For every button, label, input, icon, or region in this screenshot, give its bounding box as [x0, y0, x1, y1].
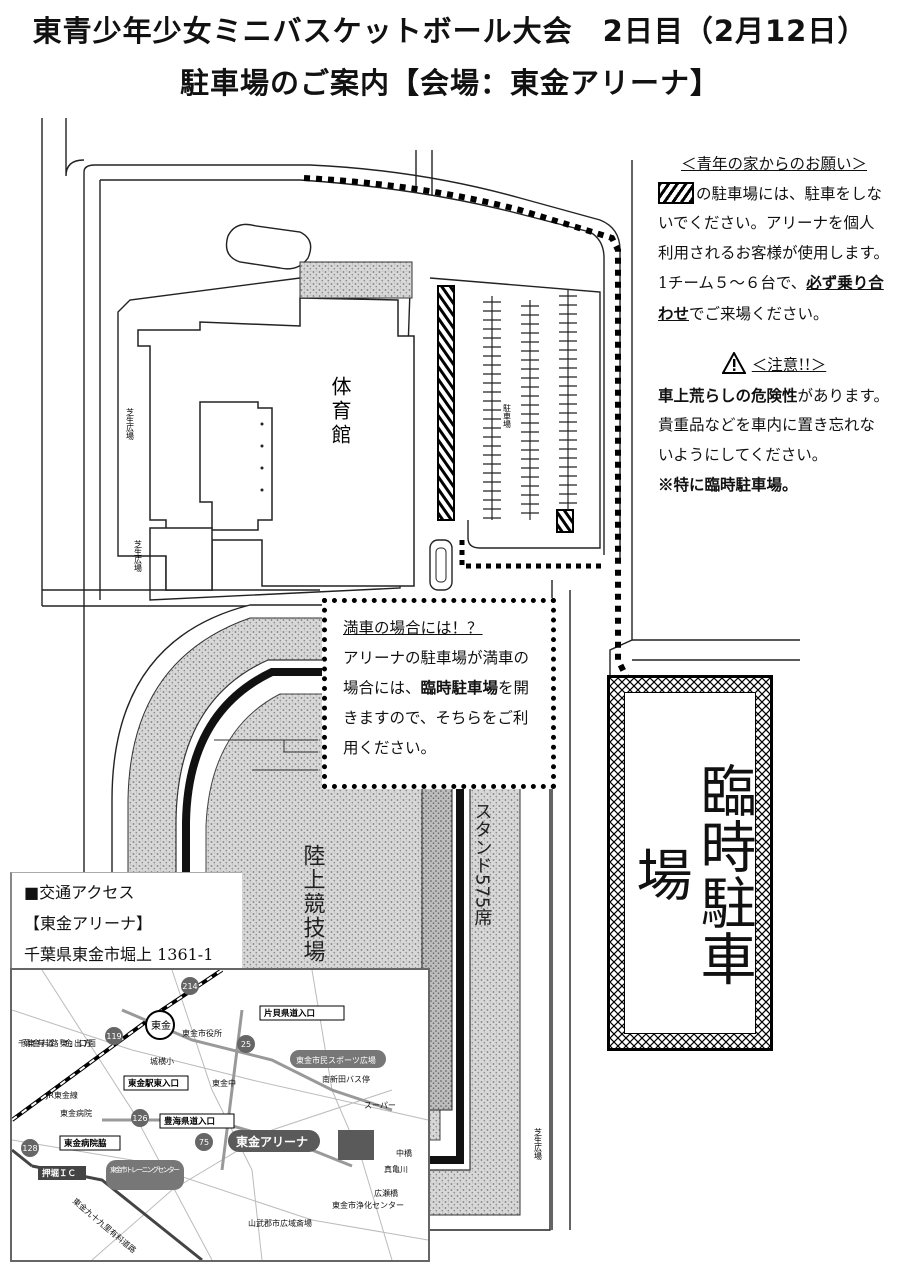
- field-label: 陸上競技場: [300, 844, 326, 964]
- svg-text:119: 119: [106, 1032, 121, 1041]
- hatched-zone-icon: [658, 181, 694, 204]
- svg-text:75: 75: [199, 1138, 209, 1147]
- no-parking-zone: [437, 285, 455, 521]
- no-parking-zone-small: [556, 509, 574, 533]
- caution-note: ※特に臨時駐車場。: [658, 475, 798, 494]
- caution-body: があります。貴重品などを車内に置き忘れないようにしてください。: [658, 386, 889, 464]
- svg-text:東金市役所: 東金市役所: [182, 1028, 222, 1038]
- caution-heading: ＜注意!!＞: [658, 351, 890, 381]
- dotted-lot-border: [459, 540, 606, 569]
- request-heading: ＜青年の家からのお願い＞: [680, 155, 867, 173]
- carpool-emphasis: 必ず乗り合わせ: [658, 273, 884, 323]
- lawn-label-3: 芝生広場: [534, 1127, 543, 1161]
- full-lot-suffix: を開きますので、そちらをご利用ください。: [343, 679, 530, 757]
- svg-text:東金病院脇: 東金病院脇: [64, 1138, 107, 1149]
- lawn-label-1: 芝生広場: [126, 407, 135, 441]
- gym-roof-strip: [299, 261, 413, 299]
- lawn-label-2: 芝生広場: [134, 539, 143, 573]
- temp-lot-label: 臨時駐車場: [627, 762, 756, 986]
- caution-text: 車上荒らしの危険性があります。貴重品などを車内に置き忘れないようにしてください。: [658, 381, 890, 471]
- full-lot-prefix: アリーナの駐車場が満車の場合には、: [343, 649, 530, 697]
- gym-label: 体育館: [328, 376, 352, 448]
- parking-lot-label: 駐車場: [503, 403, 512, 429]
- temp-lot-inner: 臨時駐車場: [624, 692, 756, 1034]
- parking-lot-outline: [429, 277, 601, 549]
- page-subtitle: 駐車場のご案内【会場：東金アリーナ】: [179, 66, 720, 100]
- access-venue: 【東金アリーナ】: [24, 914, 153, 933]
- svg-text:中橋: 中橋: [396, 1148, 412, 1158]
- svg-text:東金中: 東金中: [212, 1078, 236, 1088]
- full-lot-emphasis: 臨時駐車場: [420, 678, 499, 697]
- svg-text:城横小: 城横小: [150, 1056, 174, 1066]
- svg-text:25: 25: [241, 1040, 251, 1049]
- svg-text:片貝県道入口: 片貝県道入口: [264, 1008, 315, 1019]
- full-lot-heading: 満車の場合には！？: [343, 619, 483, 637]
- road-left: [65, 118, 85, 177]
- svg-text:東金市トレーニングセンター: 東金市トレーニングセンター: [110, 1165, 180, 1174]
- svg-text:スーパー: スーパー: [364, 1101, 396, 1110]
- svg-text:東金駅東入口: 東金駅東入口: [128, 1078, 179, 1089]
- svg-text:128: 128: [22, 1144, 37, 1153]
- access-info: ■交通アクセス 【東金アリーナ】 千葉県東金市堀上 1361-1: [10, 872, 242, 976]
- access-area-map: 東金 東金アリーナ 214 119 126 128 25 75 片貝県道入口 東…: [10, 968, 430, 1262]
- svg-text:東金病院: 東金病院: [60, 1108, 92, 1118]
- svg-text:押堀ＩＣ: 押堀ＩＣ: [42, 1168, 76, 1179]
- request-text: の駐車場には、駐車をしないでください。アリーナを個人利用されるお客様が使用します…: [658, 180, 890, 269]
- gym-building: [137, 297, 415, 591]
- svg-text:山武郡市広域斎場: 山武郡市広域斎場: [248, 1218, 312, 1228]
- svg-text:千葉東金有料道路「東金」出口方面: 千葉東金有料道路「東金」出口方面: [18, 1038, 96, 1048]
- carpool-text: 1チーム５～６台で、必ず乗り合わせでご来場ください。: [658, 268, 890, 329]
- arena-label: 東金アリーナ: [236, 1134, 308, 1149]
- caution-emphasis: 車上荒らしの危険性: [658, 385, 798, 405]
- request-line-1: の駐車場には、駐車をしないでください。アリーナを個人利用されるお客様が使用します…: [658, 184, 889, 262]
- access-address: 千葉県東金市堀上 1361-1: [24, 945, 214, 964]
- full-lot-text: アリーナの駐車場が満車の場合には、臨時駐車場を開きますので、そちらをご利用くださ…: [343, 643, 537, 763]
- arena-marker: [338, 1130, 374, 1160]
- warning-icon: [721, 352, 746, 374]
- svg-text:東金九十九里有料道路: 東金九十九里有料道路: [71, 1196, 139, 1255]
- island: [225, 223, 312, 270]
- full-lot-notice: 満車の場合には！？ アリーナの駐車場が満車の場合には、臨時駐車場を開きますので、…: [322, 598, 556, 789]
- parking-rows: [483, 290, 577, 520]
- request-panel: ＜青年の家からのお願い＞ の駐車場には、駐車をしないでください。アリーナを個人利…: [658, 150, 890, 501]
- page-title: 東青少年少女ミニバスケットボール大会 2日目（2月12日）: [32, 14, 868, 48]
- road-upper: [83, 164, 621, 560]
- togane-station-marker: [145, 1010, 175, 1040]
- svg-text:豊海県道入口: 豊海県道入口: [164, 1116, 215, 1127]
- svg-text:真亀川: 真亀川: [384, 1164, 408, 1174]
- dotted-route: [303, 175, 635, 690]
- road-upper-2: [100, 179, 605, 555]
- caution-title: ＜注意!!＞: [751, 356, 827, 374]
- temporary-parking-lot: 臨時駐車場: [607, 675, 773, 1051]
- svg-text:126: 126: [132, 1114, 147, 1123]
- access-heading: ■交通アクセス: [24, 883, 135, 902]
- gym-wing: [149, 527, 213, 591]
- carpool-suffix: でご来場ください。: [689, 304, 829, 323]
- carpool-prefix: 1チーム５～６台で、: [658, 274, 807, 292]
- svg-text:東金市浄化センター: 東金市浄化センター: [332, 1200, 404, 1210]
- svg-text:JR東金線: JR東金線: [45, 1090, 78, 1100]
- svg-text:東金市民スポーツ広場: 東金市民スポーツ広場: [296, 1055, 376, 1065]
- togane-station: 東金: [151, 1019, 171, 1032]
- gym-inner: [199, 401, 273, 531]
- svg-text:南新田バス停: 南新田バス停: [322, 1074, 370, 1084]
- gym-lot: [117, 277, 411, 601]
- svg-text:214: 214: [182, 982, 197, 991]
- svg-text:広瀬橋: 広瀬橋: [374, 1188, 398, 1198]
- stand-label: スタンド575席: [472, 802, 493, 926]
